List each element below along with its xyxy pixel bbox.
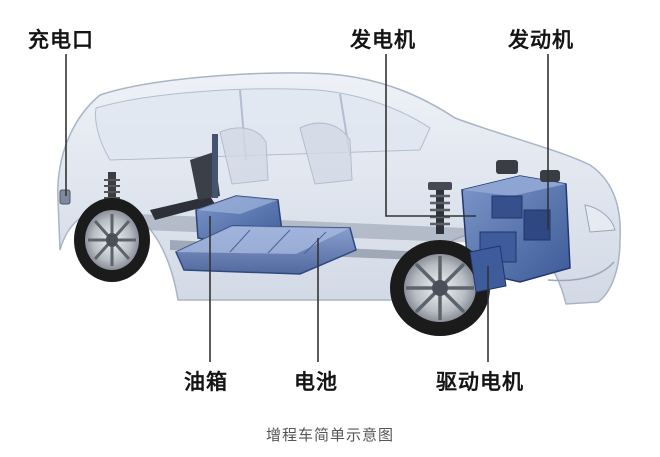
label-drive-motor: 驱动电机 bbox=[436, 370, 524, 394]
label-engine: 发动机 bbox=[508, 28, 574, 52]
rear-wheel bbox=[74, 198, 150, 282]
label-battery: 电池 bbox=[294, 370, 338, 394]
leader-generator bbox=[385, 54, 476, 217]
label-generator: 发电机 bbox=[350, 28, 416, 52]
label-fuel-tank: 油箱 bbox=[184, 370, 228, 394]
label-charging-port: 充电口 bbox=[28, 28, 94, 52]
leader-lines bbox=[65, 54, 549, 362]
figure-caption: 增程车简单示意图 bbox=[265, 426, 394, 444]
front-wheel bbox=[390, 240, 490, 336]
battery-shape bbox=[175, 225, 357, 275]
front-suspension bbox=[428, 182, 452, 234]
